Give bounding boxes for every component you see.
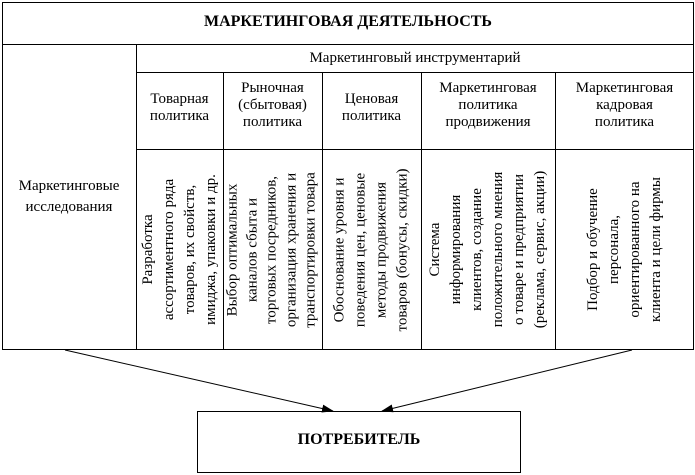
- marketing-activity-table: [2, 2, 694, 350]
- header-line: политика: [149, 108, 210, 124]
- column-header-product: Товарная политика: [136, 91, 223, 125]
- column-header-promotion: Маркетинговая политика продвижения: [421, 80, 555, 131]
- header-line: Рыночная: [241, 80, 304, 96]
- header-line: (сбытовая): [238, 97, 307, 113]
- header-line: Ценовая: [344, 91, 399, 107]
- col-divider-1: [223, 72, 224, 349]
- research-label-line: исследования: [25, 199, 113, 215]
- arrow-left: [64, 349, 334, 413]
- header-line: Маркетинговая: [439, 80, 537, 96]
- col-divider-2: [322, 72, 323, 349]
- research-label-line: Маркетинговые: [18, 178, 120, 194]
- header-line: кадровая: [596, 97, 653, 113]
- headers-divider: [136, 149, 694, 150]
- consumer-label: ПОТРЕБИТЕЛЬ: [297, 431, 421, 448]
- col-divider-3: [421, 72, 422, 349]
- header-line: политика: [594, 114, 655, 130]
- header-line: политика: [341, 108, 402, 124]
- research-divider: [136, 44, 137, 349]
- header-line: продвижения: [445, 114, 531, 130]
- col-divider-4: [555, 72, 556, 349]
- column-header-personnel: Маркетинговая кадровая политика: [555, 80, 694, 131]
- column-header-market: Рыночная (сбытовая) политика: [223, 80, 322, 131]
- arrow-right: [381, 349, 633, 413]
- header-line: политика: [242, 114, 303, 130]
- header-line: Маркетинговая: [575, 80, 674, 96]
- column-header-price: Ценовая политика: [322, 91, 421, 125]
- toolkit-title: Маркетинговый инструментарий: [309, 50, 521, 66]
- research-label: Маркетинговые исследования: [2, 176, 136, 218]
- header-line: политика: [458, 97, 518, 113]
- consumer-box: [197, 411, 521, 473]
- toolkit-divider: [136, 72, 694, 73]
- page-title: МАРКЕТИНГОВАЯ ДЕЯТЕЛЬНОСТЬ: [203, 13, 493, 30]
- title-divider: [2, 44, 694, 45]
- header-line: Товарная: [150, 91, 209, 107]
